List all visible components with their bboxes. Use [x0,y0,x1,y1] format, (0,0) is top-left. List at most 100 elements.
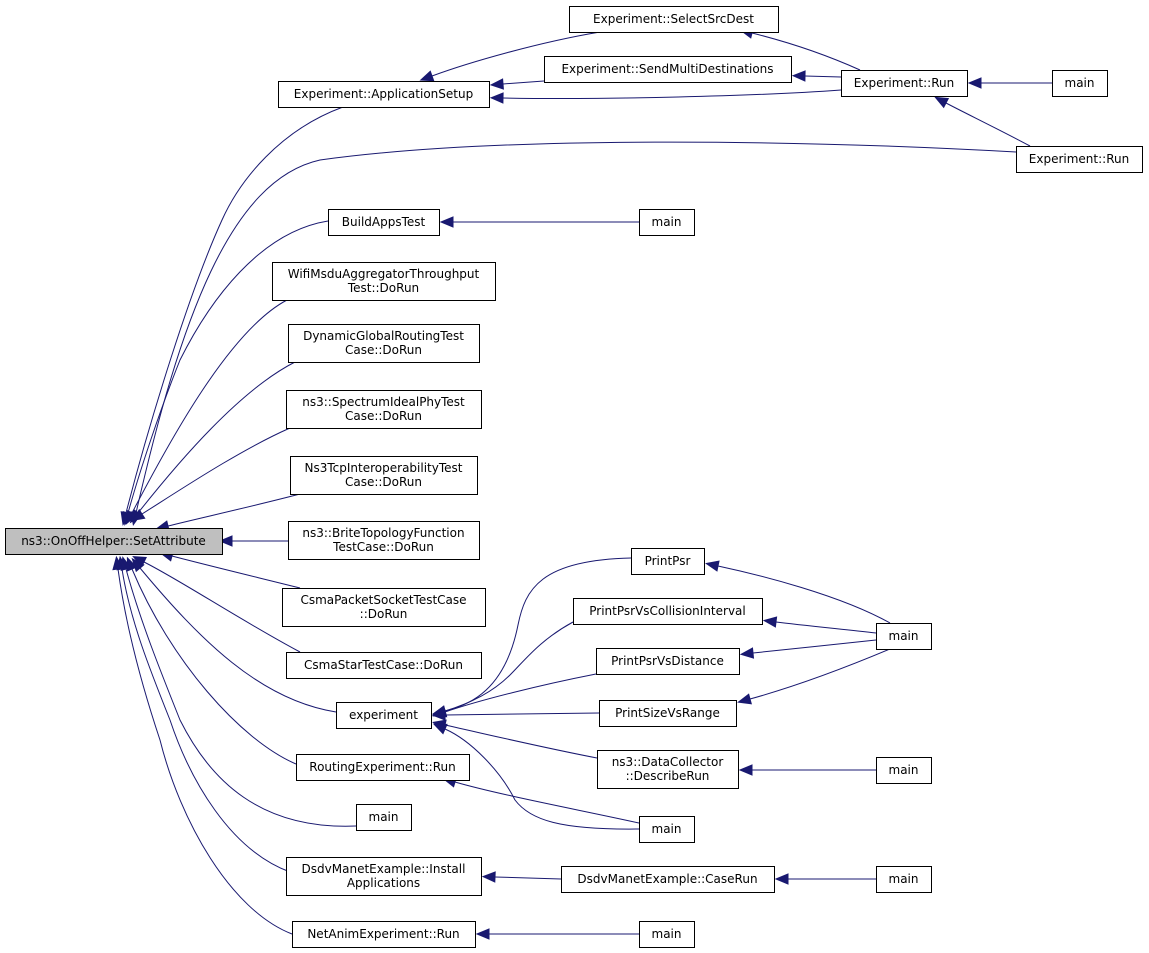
node-box [272,262,496,301]
edge-send_multi-to-app_setup [489,78,545,90]
node-app-setup[interactable]: Experiment::ApplicationSetup [278,81,490,108]
edge-main_netanim-to-netanim [475,928,639,940]
node-print-psr[interactable]: PrintPsr [631,548,705,575]
arrowhead-icon [489,78,504,90]
node-main-build[interactable]: main [639,209,695,236]
arrowhead-icon [791,70,806,82]
node-experiment[interactable]: experiment [336,702,432,729]
edge-line [137,361,296,514]
arrowhead-icon [439,216,454,228]
arrowhead-icon [967,77,982,89]
edge-line [751,32,861,71]
arrowhead-icon [934,96,950,109]
node-main-routing[interactable]: main [639,816,695,843]
node-build-apps[interactable]: BuildAppsTest [328,209,440,236]
node-label: main [889,872,919,886]
arrowhead-icon [112,555,124,571]
arrowhead-icon [489,92,504,104]
edge-line [143,561,301,653]
arrowhead-icon [431,709,446,721]
node-label: CsmaPacketSocketTestCase [300,593,466,607]
node-box [599,700,737,727]
arrowhead-icon [432,723,448,735]
node-box [288,521,480,560]
edge-line [502,80,545,85]
edge-ns3tcp-to-root [155,493,301,532]
edge-line [502,89,842,100]
node-main-top[interactable]: main [1052,70,1108,97]
node-box [596,648,740,675]
node-label: DsdvManetExample::CaseRun [577,872,757,886]
edge-line [167,493,301,527]
node-netanim[interactable]: NetAnimExperiment::Run [292,921,476,948]
edge-main_routing-to-experiment [432,723,640,830]
node-label: main [652,822,682,836]
node-label: WifiMsduAggregatorThroughput [288,267,480,281]
node-main-psr[interactable]: main [876,623,932,650]
node-box [292,921,476,948]
edge-exp_run1-to-app_setup [489,89,842,104]
node-label: PrintPsr [645,554,691,568]
node-csma-packet[interactable]: CsmaPacketSocketTestCase::DoRun [282,588,486,627]
edge-line [117,568,293,935]
edge-line [135,141,1017,514]
node-box [544,56,792,83]
edge-line [125,568,357,827]
edge-data_collector-to-experiment [432,719,598,759]
node-box [876,757,932,784]
edge-line [494,876,562,880]
node-dsdv-caserun[interactable]: DsdvManetExample::CaseRun [561,866,775,893]
node-main-alone[interactable]: main [356,804,412,831]
edge-spectrum-to-root [130,427,291,522]
edge-line [775,621,877,634]
arrowhead-icon [481,871,496,883]
edge-main_top-to-exp_run1 [967,77,1052,89]
node-box [631,548,705,575]
node-exp-run2[interactable]: Experiment::Run [1016,146,1143,173]
node-brite[interactable]: ns3::BriteTopologyFunctionTestCase::DoRu… [288,521,480,560]
node-send-multi[interactable]: Experiment::SendMultiDestinations [544,56,792,83]
node-label: experiment [349,708,418,722]
edge-exp_run2-to-root [130,141,1017,526]
node-main-dc[interactable]: main [876,757,932,784]
arrowhead-icon [130,508,146,522]
node-label: ns3::SpectrumIdealPhyTest [302,395,465,409]
edge-line [131,568,297,765]
node-label: main [652,215,682,229]
edge-main_psr-to-print_psr [705,560,891,624]
edge-line [121,568,291,873]
node-main-dsdv[interactable]: main [876,866,932,893]
node-routing-exp[interactable]: RoutingExperiment::Run [296,754,470,781]
edge-print_size-to-experiment [431,709,600,721]
node-print-size[interactable]: PrintSizeVsRange [599,700,737,727]
node-label: ::DoRun [360,607,408,621]
node-box [639,209,695,236]
node-box [639,816,695,843]
node-label: Experiment::Run [1029,152,1129,166]
node-label: Experiment::ApplicationSetup [294,87,473,101]
node-label: ::DescribeRun [626,769,710,783]
node-box [296,754,470,781]
node-box [282,588,486,627]
edge-line [127,220,329,514]
edge-line [444,621,574,712]
node-print-psr-dist[interactable]: PrintPsrVsDistance [596,648,740,675]
node-exp-run1[interactable]: Experiment::Run [841,70,968,97]
node-main-netanim[interactable]: main [639,921,695,948]
edge-main_build-to-build_apps [439,216,639,228]
edge-dsdv_caserun-to-dsdv_install [481,871,562,883]
edge-exp_run1-to-send_multi [791,70,842,82]
node-csma-star[interactable]: CsmaStarTestCase::DoRun [286,652,482,679]
node-label: CsmaStarTestCase::DoRun [304,658,463,672]
node-box [288,324,480,363]
edge-exp_run2-to-exp_run1 [934,96,1031,147]
node-select-src[interactable]: Experiment::SelectSrcDest [569,6,779,33]
edge-line [444,712,600,716]
node-print-psr-coll[interactable]: PrintPsrVsCollisionInterval [573,598,763,625]
node-data-collector[interactable]: ns3::DataCollector::DescribeRun [597,750,739,789]
